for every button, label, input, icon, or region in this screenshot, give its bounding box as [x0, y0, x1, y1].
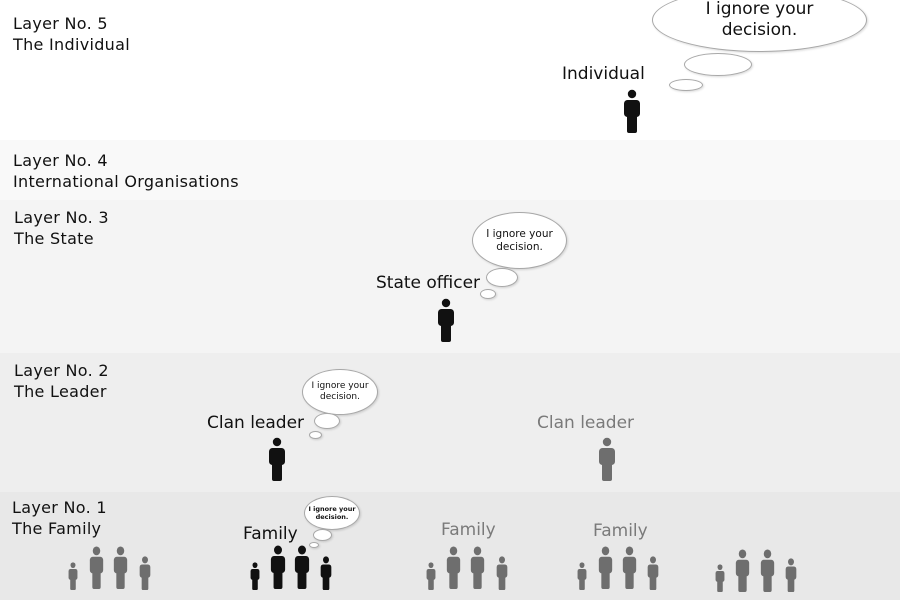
family-5-adult-icon — [735, 549, 750, 592]
state-bubble-line-2: decision. — [496, 240, 543, 253]
layer-4-name: International Organisations — [13, 172, 239, 191]
clan-leader-active-person-icon — [269, 437, 285, 481]
individual-label: Individual — [562, 64, 645, 84]
layer-1-label: Layer No. 1 The Family — [12, 497, 107, 539]
family-bubble-line-1: I ignore your — [308, 505, 356, 513]
individual-bubble-dot-small — [669, 79, 703, 91]
family-3-child-icon — [496, 556, 508, 590]
layer-1-number: Layer No. 1 — [12, 498, 107, 517]
family-bubble-line-2: decision. — [315, 513, 349, 521]
individual-thought-bubble: I ignore your decision. — [652, 0, 867, 52]
family-4-child-icon — [577, 562, 587, 590]
layer-2-name: The Leader — [14, 382, 107, 401]
family-3-child-icon — [426, 562, 436, 590]
leader-bubble-dot-large — [314, 413, 340, 429]
family-1-adult-icon — [113, 546, 128, 589]
state-officer-label: State officer — [376, 273, 481, 293]
layer-2-number: Layer No. 2 — [14, 361, 109, 380]
family-3-adult-icon — [446, 546, 461, 589]
layer-3-name: The State — [14, 229, 94, 248]
family-4-adult-icon — [598, 546, 613, 589]
individual-bubble-dot-large — [684, 53, 752, 76]
family-2-adult-icon — [270, 545, 286, 589]
layer-5-name: The Individual — [13, 35, 130, 54]
family-5-child-icon — [785, 558, 797, 592]
layer-4-label: Layer No. 4 International Organisations — [13, 150, 239, 192]
family-thought-bubble: I ignore your decision. — [304, 496, 360, 530]
layer-4-band — [0, 140, 900, 200]
leader-thought-bubble: I ignore your decision. — [302, 369, 378, 415]
family-1-child-icon — [68, 562, 78, 590]
individual-bubble-line-1: I ignore your — [705, 0, 814, 19]
clan-leader-active-label: Clan leader — [207, 413, 305, 433]
family-2-adult-icon — [294, 545, 310, 589]
layer-3-label: Layer No. 3 The State — [14, 207, 109, 249]
family-bubble-dot-small — [309, 542, 319, 548]
family-2-child-icon — [320, 556, 332, 590]
individual-bubble-line-2: decision. — [721, 20, 798, 40]
family-3-adult-icon — [470, 546, 485, 589]
individual-person-icon — [624, 89, 640, 133]
family-5-child-icon — [715, 564, 725, 592]
family-other-label-1: Family — [441, 520, 496, 540]
family-4-adult-icon — [622, 546, 637, 589]
layer-3-number: Layer No. 3 — [14, 208, 109, 227]
layer-2-label: Layer No. 2 The Leader — [14, 360, 109, 402]
state-bubble-dot-large — [486, 268, 518, 287]
family-4-child-icon — [647, 556, 659, 590]
family-1-adult-icon — [89, 546, 104, 589]
layer-5-number: Layer No. 5 — [13, 14, 108, 33]
family-bubble-dot-large — [313, 529, 332, 541]
leader-bubble-dot-small — [309, 431, 322, 439]
leader-bubble-line-2: decision. — [320, 392, 360, 402]
layer-1-name: The Family — [12, 519, 102, 538]
leader-bubble-line-1: I ignore your — [311, 381, 369, 391]
layer-5-label: Layer No. 5 The Individual — [13, 13, 130, 55]
family-active-label: Family — [243, 524, 298, 544]
family-5-adult-icon — [760, 549, 775, 592]
family-other-label-2: Family — [593, 521, 648, 541]
family-1-child-icon — [139, 556, 151, 590]
layer-2-band — [0, 353, 900, 492]
clan-leader-other-label: Clan leader — [537, 413, 635, 433]
family-2-child-icon — [250, 562, 260, 590]
state-bubble-line-1: I ignore your — [486, 227, 553, 240]
state-bubble-dot-small — [480, 289, 496, 299]
state-thought-bubble: I ignore your decision. — [472, 212, 567, 269]
clan-leader-other-person-icon — [599, 437, 615, 481]
layer-4-number: Layer No. 4 — [13, 151, 108, 170]
state-officer-person-icon — [438, 298, 454, 342]
